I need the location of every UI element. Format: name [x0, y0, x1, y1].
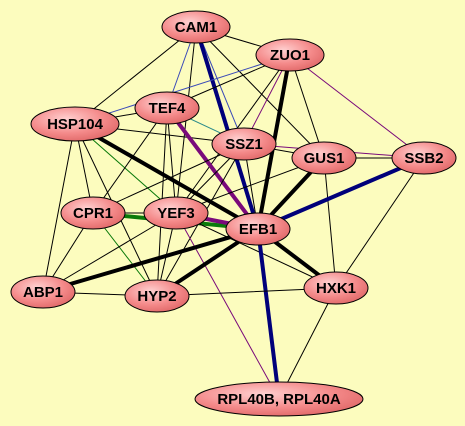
node-zuo1[interactable]: ZUO1: [255, 38, 325, 72]
node-label: ABP1: [23, 284, 63, 301]
edge-cam1-gus1: [195, 26, 325, 159]
node-label: EFB1: [239, 221, 277, 238]
node-ellipse[interactable]: [124, 279, 190, 313]
edge-cam1-efb1: [194, 25, 260, 231]
edge-gus1-hxk1: [323, 157, 337, 289]
node-label: HYP2: [137, 288, 176, 305]
edge-zuo1-gus1: [289, 54, 325, 159]
edge-ssb2-efb1: [256, 156, 426, 231]
node-ellipse[interactable]: [211, 127, 277, 161]
node-ellipse[interactable]: [303, 271, 369, 305]
node-ellipse[interactable]: [161, 10, 231, 44]
node-ellipse[interactable]: [10, 275, 76, 309]
node-hyp2[interactable]: HYP2: [124, 279, 190, 313]
edge-ssb2-hxk1: [335, 157, 425, 289]
node-hxk1[interactable]: HXK1: [303, 271, 369, 305]
edge-hsp104-efb1: [73, 122, 260, 231]
edge-ssz1-cpr1: [92, 143, 245, 214]
node-tef4[interactable]: TEF4: [134, 91, 200, 125]
edge-yef3-abp1: [42, 212, 177, 293]
node-ellipse[interactable]: [291, 141, 357, 175]
node-ssb2[interactable]: SSB2: [391, 141, 457, 175]
edge-hsp104-abp1: [42, 123, 76, 293]
edge-zuo1-hsp104: [74, 54, 291, 125]
node-label: RPL40B, RPL40A: [217, 391, 341, 408]
node-ssz1[interactable]: SSZ1: [211, 127, 277, 161]
edge-tef4-yef3: [166, 107, 177, 214]
node-label: SSB2: [404, 150, 443, 167]
node-label: TEF4: [149, 100, 186, 117]
node-ellipse[interactable]: [134, 91, 200, 125]
node-efb1[interactable]: EFB1: [225, 212, 291, 246]
edge-cam1-hsp104: [74, 26, 197, 125]
node-label: GUS1: [304, 150, 345, 167]
node-rpl40[interactable]: RPL40B, RPL40A: [194, 381, 364, 417]
node-label: YEF3: [157, 205, 195, 222]
edge-efb1-rpl40: [256, 227, 281, 401]
node-ellipse[interactable]: [194, 381, 364, 417]
node-label: HXK1: [316, 280, 356, 297]
node-yef3[interactable]: YEF3: [143, 196, 209, 230]
edge-tef4-cpr1: [92, 107, 168, 214]
node-ellipse[interactable]: [225, 212, 291, 246]
node-ellipse[interactable]: [60, 196, 126, 230]
node-label: CAM1: [175, 19, 218, 36]
node-cam1[interactable]: CAM1: [161, 10, 231, 44]
node-label: HSP104: [47, 116, 104, 133]
edge-efb1-abp1: [41, 227, 260, 294]
node-ellipse[interactable]: [255, 38, 325, 72]
node-ellipse[interactable]: [143, 196, 209, 230]
edge-zuo1-ssb2: [289, 54, 425, 159]
node-hsp104[interactable]: HSP104: [30, 106, 120, 142]
node-cpr1[interactable]: CPR1: [60, 196, 126, 230]
node-ellipse[interactable]: [391, 141, 457, 175]
node-label: ZUO1: [270, 47, 310, 64]
node-label: SSZ1: [225, 136, 263, 153]
edge-hxk1-rpl40: [278, 287, 337, 400]
node-gus1[interactable]: GUS1: [291, 141, 357, 175]
node-abp1[interactable]: ABP1: [10, 275, 76, 309]
edge-yef3-rpl40: [175, 212, 280, 400]
node-ellipse[interactable]: [30, 106, 120, 142]
node-label: CPR1: [73, 205, 113, 222]
edge-tef4-efb1: [165, 106, 260, 231]
edge-yef3-hxk1: [175, 212, 337, 289]
